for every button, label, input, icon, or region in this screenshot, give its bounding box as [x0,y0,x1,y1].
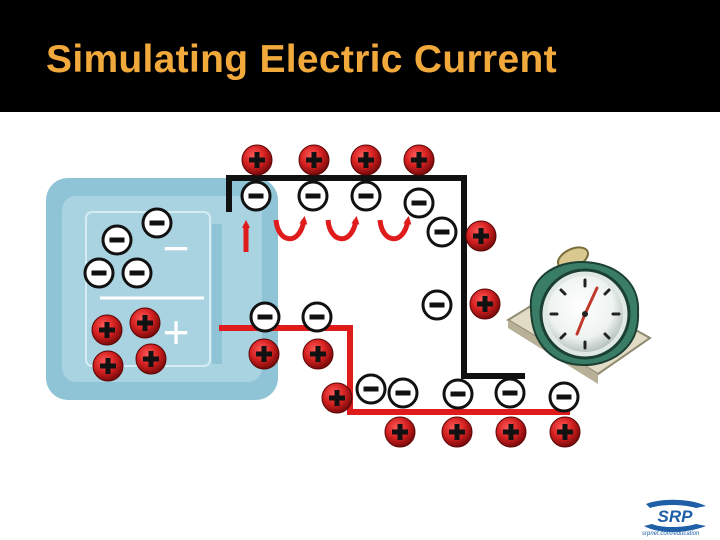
minus-charge-icon [355,373,387,405]
minus-charge-icon [494,377,526,409]
srp-logo-mark: SRP [644,499,706,532]
minus-charge-icon [141,207,173,239]
battery-terminal [212,224,222,364]
electrons [83,180,580,413]
minus-charge-icon [442,378,474,410]
plus-charge-icon [495,416,527,448]
minus-charge-icon [121,257,153,289]
clock-hand-hour [575,312,587,336]
plus-charge-icon [135,343,167,375]
clock-hand-minute [583,286,599,316]
positive-wire [219,325,570,415]
minus-charge-icon [83,257,115,289]
circuit-diagram: − + [46,144,652,448]
plus-charge-icon [248,338,280,370]
plus-charge-icon [92,350,124,382]
minus-charge-icon [249,301,281,333]
logo-text: SRP [658,507,694,526]
plus-charge-icon [384,416,416,448]
curved-arrow-icon [273,216,308,242]
plus-charge-icon [465,220,497,252]
plus-charge-icon [469,288,501,320]
minus-charge-icon [350,180,382,212]
curved-arrow-icon [377,216,412,242]
plus-charge-icon [403,144,435,176]
plus-charge-icon [549,416,581,448]
negative-wire [226,175,525,379]
minus-charge-icon [426,216,458,248]
plus-charge-icon [321,382,353,414]
minus-charge-icon [548,381,580,413]
plus-charge-icon [241,144,273,176]
plus-charge-icon [441,416,473,448]
minus-charge-icon [421,289,453,321]
minus-charge-icon [240,180,272,212]
logo-url: srpnet.com/education [642,531,700,537]
minus-charge-icon [301,301,333,333]
electron-flow-arrows [242,216,412,252]
curved-arrow-icon [325,216,360,242]
alarm-clock-icon [506,246,652,384]
page-title: Simulating Electric Current [46,38,557,81]
clock-ticks [549,278,621,350]
protons [91,144,581,448]
minus-charge-icon [403,187,435,219]
plus-charge-icon [91,314,123,346]
minus-charge-icon [101,224,133,256]
title-bar: Simulating Electric Current [0,0,720,112]
plus-charge-icon [350,144,382,176]
minus-charge-icon [297,180,329,212]
battery-positive-sign: + [163,306,190,358]
plus-charge-icon [129,307,161,339]
clock-center [582,311,588,317]
plus-charge-icon [302,338,334,370]
minus-charge-icon [387,377,419,409]
plus-charge-icon [298,144,330,176]
